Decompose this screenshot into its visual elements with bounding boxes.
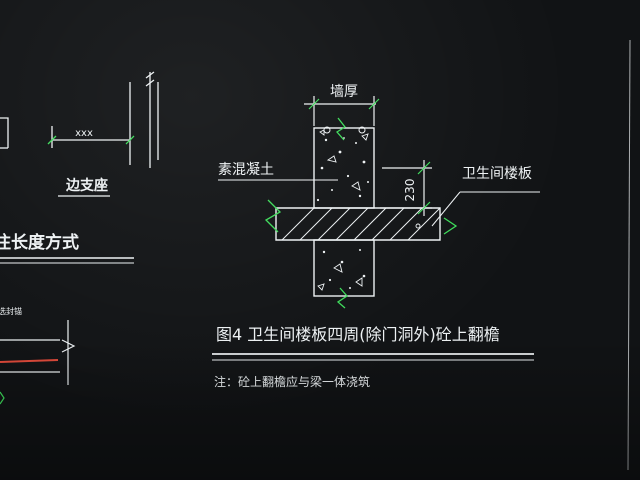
rebar-dot-right [358,126,366,134]
edge-support-detail [0,71,159,168]
note-text: 注：砼上翻檐应与梁一体浇筑 [214,374,370,389]
break-mark-bottom [336,287,348,309]
dim-ticks-xxx [47,135,135,145]
rebar-dot-left [323,126,331,134]
left-bracket-line [0,117,9,148]
wall-thickness-label: 墙厚 [330,84,358,100]
slab-label: 卫生间楼板 [462,166,532,182]
frame-edge-right [627,39,631,471]
support-break-mark [145,71,155,87]
slab-hatch [281,207,441,241]
partial-break-mark [61,339,76,353]
xxx-dim-label: xxx [75,128,93,139]
slab-leader-diagonal [431,191,461,227]
edge-support-label: 边支座 [65,177,108,194]
partial-slab-detail [0,320,76,385]
concrete-aggregate-lower [322,249,366,289]
green-break-mark [0,391,5,405]
dim-ticks-wall [308,98,380,110]
concrete-label: 素混凝土 [218,162,274,178]
break-mark-top [336,117,346,141]
floor-slab [275,207,441,241]
height-dimension [380,160,432,216]
wall-thickness-dimension [304,96,380,126]
figure-title: 图4 卫生间楼板四周(除门洞外)砼上翻檐 [216,325,500,344]
slab-aggregate [415,223,421,229]
lower-wall-block [313,239,375,297]
concrete-aggregate-upper [316,137,369,202]
break-mark-slab-right [443,217,458,235]
concrete-aggregate-upper-stones [319,129,369,191]
concrete-aggregate-lower-stones [317,263,363,291]
dim-ticks-height [417,161,431,215]
small-label: 选封锚 [0,306,22,316]
break-mark-slab-left [264,199,282,233]
rebar-line [0,359,59,363]
length-method-heading: 注长度方式 [0,232,79,253]
height-dim-label: 230 [403,179,417,202]
